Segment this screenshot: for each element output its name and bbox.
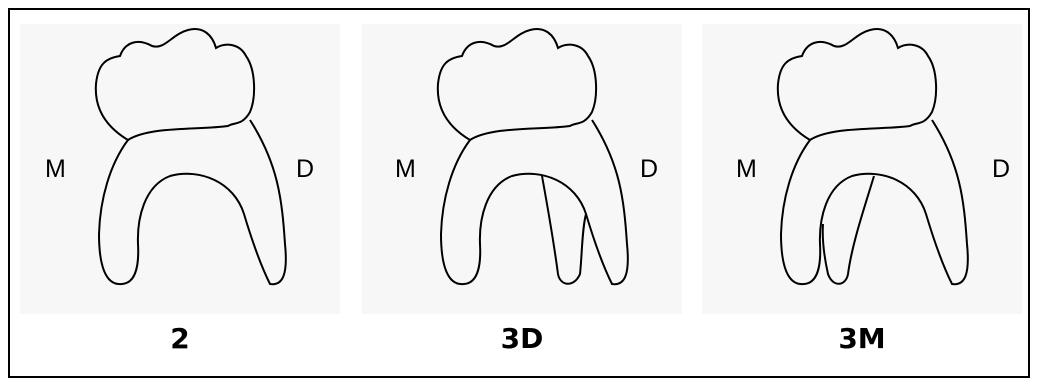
- tooth-panel-3m: M D: [702, 24, 1022, 314]
- root-outline: [441, 120, 628, 284]
- caption-2: 2: [20, 322, 340, 355]
- extra-mesial-root: [823, 176, 874, 284]
- tooth-panel-3d: M D: [362, 24, 682, 314]
- caption-3m: 3M: [702, 322, 1022, 355]
- figure-frame: M D 2 M D 3D M D 3M: [8, 8, 1030, 378]
- distal-label: D: [992, 157, 1010, 182]
- molar-two-roots-drawing: [20, 24, 340, 314]
- tooth-panel-2: M D: [20, 24, 340, 314]
- distal-label: D: [296, 157, 314, 182]
- root-outline: [99, 120, 286, 284]
- distal-label: D: [640, 157, 658, 182]
- mesial-label: M: [45, 157, 66, 182]
- crown-outline: [778, 29, 936, 140]
- extra-distal-root: [542, 176, 586, 284]
- root-outline: [781, 120, 968, 284]
- crown-outline: [96, 29, 254, 140]
- mesial-label: M: [736, 157, 757, 182]
- mesial-label: M: [395, 157, 416, 182]
- caption-3d: 3D: [362, 322, 682, 355]
- crown-outline: [438, 29, 596, 140]
